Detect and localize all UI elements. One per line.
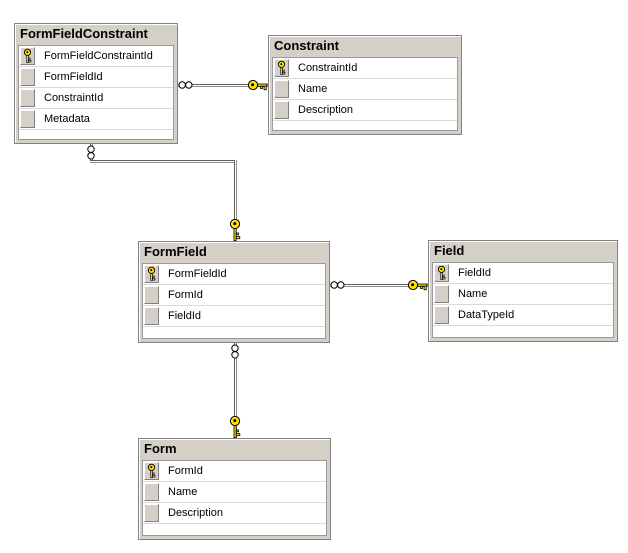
column-list: ConstraintId Name Description xyxy=(272,57,458,131)
column-name: Name xyxy=(298,83,328,95)
table-row[interactable]: DataTypeId xyxy=(433,305,613,326)
one-key-icon xyxy=(229,416,241,438)
one-key-icon xyxy=(229,219,241,241)
column-selector-cell xyxy=(144,286,159,304)
column-list: FormFieldId FormId FieldId xyxy=(142,263,326,339)
table-row[interactable]: FormId xyxy=(143,285,325,306)
entity-table-formfieldconstraint[interactable]: FormFieldConstraint FormFieldConstraintI… xyxy=(14,23,178,144)
table-row[interactable]: ConstraintId xyxy=(273,58,457,79)
many-infinity-icon xyxy=(330,281,345,289)
column-name: FieldId xyxy=(168,310,202,322)
entity-table-field[interactable]: Field FieldId Name xyxy=(428,240,618,342)
column-selector-cell xyxy=(434,285,449,303)
column-selector-cell xyxy=(434,306,449,324)
entity-table-form[interactable]: Form FormId Name xyxy=(138,438,331,540)
entity-title[interactable]: Field xyxy=(434,243,465,258)
one-key-icon xyxy=(408,279,428,291)
primary-key-icon xyxy=(434,264,449,282)
many-infinity-icon xyxy=(178,81,193,89)
column-name: DataTypeId xyxy=(458,309,515,321)
table-row[interactable]: ConstraintId xyxy=(19,88,173,109)
entity-title[interactable]: FormFieldConstraint xyxy=(20,26,148,41)
many-infinity-icon xyxy=(231,344,239,359)
column-name: ConstraintId xyxy=(298,62,358,74)
column-name: FormFieldId xyxy=(44,71,103,83)
column-name: Name xyxy=(458,288,488,300)
column-name: FormId xyxy=(168,465,203,477)
entity-title[interactable]: Constraint xyxy=(274,38,339,53)
entity-table-formfield[interactable]: FormField FormFieldId FormId xyxy=(138,241,330,343)
table-row[interactable]: Name xyxy=(433,284,613,305)
column-name: FormFieldConstraintId xyxy=(44,50,153,62)
column-selector-cell xyxy=(20,68,35,86)
column-selector-cell xyxy=(144,504,159,522)
column-name: Name xyxy=(168,486,198,498)
column-name: FieldId xyxy=(458,267,492,279)
column-name: Description xyxy=(298,104,354,116)
relationship-line-formfieldconstraint-formfield[interactable] xyxy=(234,160,237,221)
column-list: FieldId Name DataTypeId xyxy=(432,262,614,338)
primary-key-icon xyxy=(144,462,159,480)
table-row[interactable]: Description xyxy=(273,100,457,121)
table-row[interactable]: FormFieldConstraintId xyxy=(19,46,173,67)
column-selector-cell xyxy=(20,89,35,107)
table-row[interactable]: Description xyxy=(143,503,326,524)
relationship-line-formfield-form[interactable] xyxy=(234,343,237,440)
column-selector-cell xyxy=(144,483,159,501)
entity-title[interactable]: Form xyxy=(144,441,177,456)
table-row[interactable]: FieldId xyxy=(433,263,613,284)
column-selector-cell xyxy=(274,101,289,119)
column-selector-cell xyxy=(144,307,159,325)
column-name: FormId xyxy=(168,289,203,301)
table-row[interactable]: FormId xyxy=(143,461,326,482)
column-name: FormFieldId xyxy=(168,268,227,280)
column-selector-cell xyxy=(274,80,289,98)
entity-table-constraint[interactable]: Constraint ConstraintId Name xyxy=(268,35,462,135)
column-list: FormId Name Description xyxy=(142,460,327,536)
table-row[interactable]: Name xyxy=(143,482,326,503)
table-row[interactable]: Metadata xyxy=(19,109,173,130)
entity-title[interactable]: FormField xyxy=(144,244,207,259)
relationship-line-formfieldconstraint-constraint[interactable] xyxy=(178,84,268,87)
one-key-icon xyxy=(248,79,268,91)
table-row[interactable]: FormFieldId xyxy=(19,67,173,88)
column-name: Description xyxy=(168,507,224,519)
column-list: FormFieldConstraintId FormFieldId Constr… xyxy=(18,45,174,140)
primary-key-icon xyxy=(144,265,159,283)
relationship-line-formfield-field[interactable] xyxy=(330,284,428,287)
table-row[interactable]: Name xyxy=(273,79,457,100)
column-name: Metadata xyxy=(44,113,90,125)
table-row[interactable]: FormFieldId xyxy=(143,264,325,285)
many-infinity-icon xyxy=(87,145,95,160)
column-name: ConstraintId xyxy=(44,92,104,104)
relationship-line-formfieldconstraint-formfield[interactable] xyxy=(90,160,236,163)
column-selector-cell xyxy=(20,110,35,128)
table-row[interactable]: FieldId xyxy=(143,306,325,327)
primary-key-icon xyxy=(274,59,289,77)
primary-key-icon xyxy=(20,47,35,65)
